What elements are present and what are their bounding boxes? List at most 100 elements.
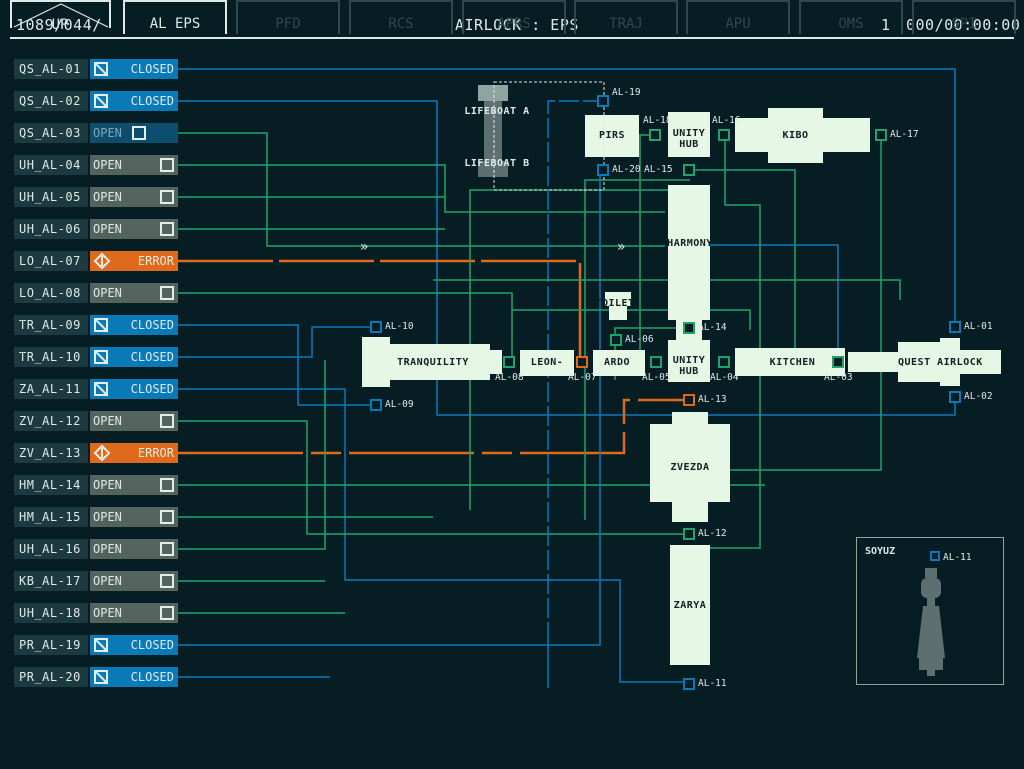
closed-status-icon bbox=[94, 94, 108, 108]
tab-pfd[interactable]: PFD bbox=[236, 0, 340, 34]
airlock-id: HM_AL-15 bbox=[14, 507, 88, 527]
node-label: AL-06 bbox=[625, 334, 654, 345]
airlock-status-toggle[interactable]: ERROR bbox=[90, 443, 178, 463]
airlock-status-toggle[interactable]: OPEN bbox=[90, 219, 178, 239]
airlock-status-toggle[interactable]: CLOSED bbox=[90, 315, 178, 335]
wire bbox=[178, 324, 370, 406]
open-status-icon bbox=[160, 542, 174, 556]
unity-hub-top-shape bbox=[668, 112, 710, 157]
node-icon-AL-09 bbox=[370, 399, 382, 411]
airlock-status-toggle[interactable]: OPEN bbox=[90, 571, 178, 591]
node-label: AL-18 bbox=[643, 115, 672, 126]
airlock-status-toggle[interactable]: CLOSED bbox=[90, 347, 178, 367]
airlock-status-toggle[interactable]: OPEN bbox=[90, 187, 178, 207]
tab-al-eps[interactable]: AL EPS bbox=[123, 0, 227, 34]
airlock-id: LO_AL-08 bbox=[14, 283, 88, 303]
airlock-id: HM_AL-14 bbox=[14, 475, 88, 495]
node-label: AL-11 bbox=[698, 678, 727, 689]
module-label-zarya: ZARYA bbox=[673, 600, 707, 611]
zvezda-shape bbox=[672, 412, 708, 522]
node-icon-AL-06 bbox=[610, 334, 622, 346]
soyuz-title: SOYUZ bbox=[865, 546, 896, 557]
node-icon-AL-01 bbox=[949, 321, 961, 333]
closed-status-icon bbox=[94, 382, 108, 396]
wire bbox=[178, 132, 665, 247]
toilet-shape bbox=[609, 306, 627, 320]
node-label: AL-07 bbox=[568, 372, 597, 383]
soyuz-node-icon[interactable] bbox=[930, 551, 940, 561]
tab-oms[interactable]: OMS bbox=[799, 0, 903, 34]
tab-spi[interactable]: SPI bbox=[912, 0, 1016, 34]
airlock-id: UH_AL-18 bbox=[14, 603, 88, 623]
airlock-status-toggle[interactable]: OPEN bbox=[90, 475, 178, 495]
wire bbox=[178, 170, 601, 646]
toilet-shape bbox=[605, 292, 631, 306]
airlock-status-toggle[interactable]: ERROR bbox=[90, 251, 178, 271]
module-label-kibo: KIBO bbox=[782, 130, 809, 141]
module-label-unity-hub: UNITY HUB bbox=[672, 355, 706, 377]
airlock-status-toggle[interactable]: CLOSED bbox=[90, 91, 178, 111]
wire bbox=[178, 68, 956, 322]
error-status-icon bbox=[93, 252, 111, 270]
wire bbox=[178, 360, 326, 550]
airlock-status-toggle[interactable]: CLOSED bbox=[90, 379, 178, 399]
airlock-status-toggle[interactable]: OPEN bbox=[90, 603, 178, 623]
airlock-status-toggle[interactable]: OPEN bbox=[90, 155, 178, 175]
tab-rcs[interactable]: RCS bbox=[349, 0, 453, 34]
airlock-status-text: OPEN bbox=[93, 606, 122, 620]
airlock-status-text: OPEN bbox=[93, 510, 122, 524]
node-label: AL-13 bbox=[698, 394, 727, 405]
airlock-row[interactable]: HM_AL-14 OPEN bbox=[14, 475, 178, 495]
airlock-row[interactable]: UH_AL-18 OPEN bbox=[14, 603, 178, 623]
wire bbox=[178, 259, 582, 356]
airlock-status-toggle[interactable]: OPEN bbox=[90, 507, 178, 527]
node-label: AL-01 bbox=[964, 321, 993, 332]
airlock-status-toggle[interactable]: OPEN bbox=[90, 283, 178, 303]
airlock-status-toggle[interactable]: OPEN bbox=[90, 411, 178, 431]
node-icon-AL-16 bbox=[718, 129, 730, 141]
page-title: AIRLOCK : EPS bbox=[455, 16, 579, 34]
airlock-row[interactable]: HM_AL-15 OPEN bbox=[14, 507, 178, 527]
tab-up[interactable]: UP bbox=[10, 0, 111, 33]
tab-aprs[interactable]: APRS bbox=[462, 0, 566, 34]
wire bbox=[178, 164, 665, 213]
airlock-status-toggle[interactable]: CLOSED bbox=[90, 667, 178, 687]
airlock-id: UH_AL-04 bbox=[14, 155, 88, 175]
kibo-shape bbox=[768, 108, 823, 163]
airlock-status-toggle[interactable]: OPEN bbox=[90, 123, 178, 143]
airlock-id: LO_AL-07 bbox=[14, 251, 88, 271]
airlock-status-toggle[interactable]: CLOSED bbox=[90, 635, 178, 655]
airlock-status-text: OPEN bbox=[93, 478, 122, 492]
tab-apu[interactable]: APU bbox=[686, 0, 790, 34]
open-status-icon bbox=[160, 190, 174, 204]
airlock-status-text: CLOSED bbox=[130, 318, 174, 332]
node-icon-AL-14 bbox=[683, 322, 695, 334]
wire bbox=[469, 189, 690, 510]
wire bbox=[178, 388, 684, 683]
wire bbox=[584, 179, 690, 520]
closed-status-icon bbox=[94, 62, 108, 76]
airlock-status-toggle[interactable]: CLOSED bbox=[90, 59, 178, 79]
node-icon-AL-20 bbox=[597, 164, 609, 176]
airlock-status-toggle[interactable]: OPEN bbox=[90, 539, 178, 559]
airlock-id: QS_AL-02 bbox=[14, 91, 88, 111]
schematic-diagram: »» bbox=[178, 68, 1001, 690]
tab-traj[interactable]: TRAJ bbox=[574, 0, 678, 34]
